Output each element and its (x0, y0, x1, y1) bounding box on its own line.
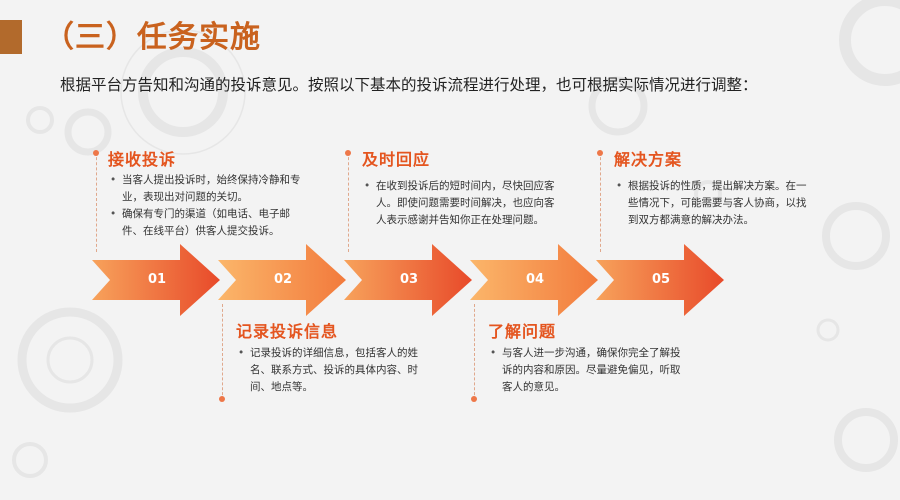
arrow-shape-icon (596, 244, 724, 316)
bullet-item: 当客人提出投诉时，始终保持冷静和专业，表现出对问题的关切。 (108, 172, 308, 206)
step-arrow-2: 02 (218, 244, 348, 316)
bullet-item: 根据投诉的性质，提出解决方案。在一些情况下，可能需要与客人协商，以找到双方都满意… (614, 178, 814, 229)
step-bullets-3: 在收到投诉后的短时间内，尽快回应客人。即使问题需要时间解决，也应向客人表示感谢并… (362, 178, 562, 229)
bullet-item: 确保有专门的渠道（如电话、电子邮件、在线平台）供客人提交投诉。 (108, 206, 308, 240)
step-bullets-1: 当客人提出投诉时，始终保持冷静和专业，表现出对问题的关切。 确保有专门的渠道（如… (108, 172, 308, 240)
title-accent-bar (0, 20, 22, 54)
arrow-shape-icon (218, 244, 346, 316)
step-arrow-4: 04 (470, 244, 600, 316)
connector-line-1 (96, 152, 97, 252)
step-bullets-5: 根据投诉的性质，提出解决方案。在一些情况下，可能需要与客人协商，以找到双方都满意… (614, 178, 814, 229)
bullet-item: 在收到投诉后的短时间内，尽快回应客人。即使问题需要时间解决，也应向客人表示感谢并… (362, 178, 562, 229)
step-bullets-4: 与客人进一步沟通，确保你完全了解投诉的内容和原因。尽量避免偏见，听取客人的意见。 (488, 345, 688, 396)
connector-line-2 (222, 304, 223, 400)
step-number: 03 (399, 272, 419, 287)
arrow-shape-icon (470, 244, 598, 316)
connector-line-4 (474, 304, 475, 400)
arrow-shape-icon (92, 244, 220, 316)
step-arrow-5: 05 (596, 244, 726, 316)
arrow-shape-icon (344, 244, 472, 316)
step-title-2: 记录投诉信息 (236, 322, 339, 341)
bullet-item: 与客人进一步沟通，确保你完全了解投诉的内容和原因。尽量避免偏见，听取客人的意见。 (488, 345, 688, 396)
step-title-4: 了解问题 (488, 322, 557, 341)
step-number: 02 (273, 272, 293, 287)
connector-dot-3 (345, 150, 351, 156)
connector-line-3 (348, 152, 349, 252)
step-title-5: 解决方案 (614, 150, 683, 169)
step-number: 04 (525, 272, 545, 287)
step-title-3: 及时回应 (362, 150, 431, 169)
connector-line-5 (600, 152, 601, 252)
step-title-1: 接收投诉 (108, 150, 177, 169)
connector-dot-5 (597, 150, 603, 156)
step-bullets-2: 记录投诉的详细信息，包括客人的姓名、联系方式、投诉的具体内容、时间、地点等。 (236, 345, 436, 396)
page-title: （三）任务实施 (44, 20, 261, 55)
connector-dot-2 (219, 396, 225, 402)
connector-dot-4 (471, 396, 477, 402)
step-arrow-1: 01 (92, 244, 222, 316)
bullet-item: 记录投诉的详细信息，包括客人的姓名、联系方式、投诉的具体内容、时间、地点等。 (236, 345, 436, 396)
step-number: 05 (651, 272, 671, 287)
connector-dot-1 (93, 150, 99, 156)
step-arrow-3: 03 (344, 244, 474, 316)
step-number: 01 (147, 272, 167, 287)
intro-text: 根据平台方告知和沟通的投诉意见。按照以下基本的投诉流程进行处理，也可根据实际情况… (60, 76, 758, 94)
